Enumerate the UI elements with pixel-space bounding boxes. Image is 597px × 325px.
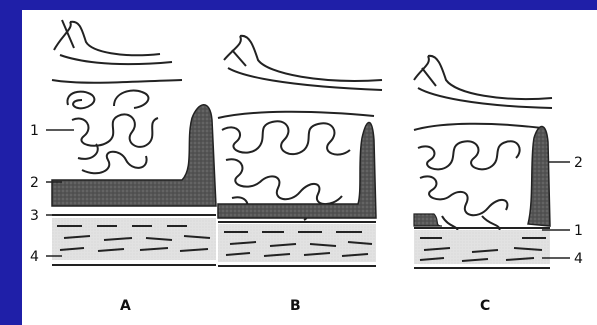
label-right-4: 4	[574, 251, 583, 267]
label-right-1: 1	[574, 223, 583, 239]
diagram-panel: 1 2 3 4 A	[22, 10, 597, 325]
panel-letter-a: A	[120, 298, 131, 314]
label-left-3: 3	[30, 208, 39, 224]
panel-c: 2 1 4 C	[414, 56, 583, 314]
panel-b: B	[218, 36, 382, 314]
histology-diagram: 1 2 3 4 A	[22, 10, 597, 325]
label-right-2: 2	[574, 155, 583, 171]
panel-letter-c: C	[480, 298, 490, 314]
panel-a: 1 2 3 4 A	[30, 20, 216, 314]
label-left-1: 1	[30, 123, 39, 139]
label-left-4: 4	[30, 249, 39, 265]
label-left-2: 2	[30, 175, 39, 191]
panel-letter-b: B	[290, 298, 301, 314]
